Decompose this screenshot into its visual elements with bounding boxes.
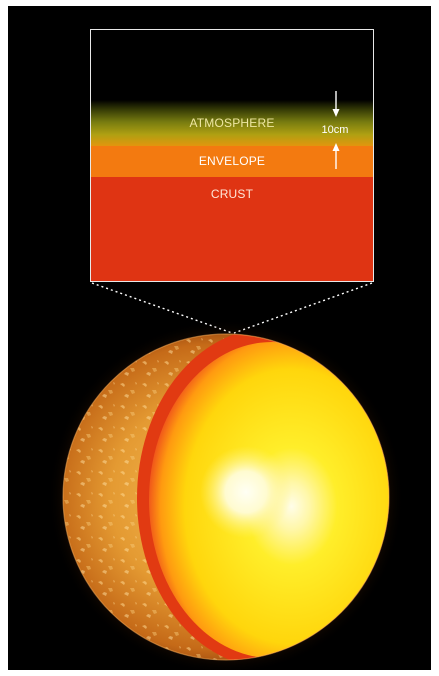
diagram-frame: ATMOSPHERE ENVELOPE CRUST 10cm bbox=[8, 6, 431, 670]
star-cutaway bbox=[8, 6, 431, 670]
star-core bbox=[200, 446, 292, 538]
